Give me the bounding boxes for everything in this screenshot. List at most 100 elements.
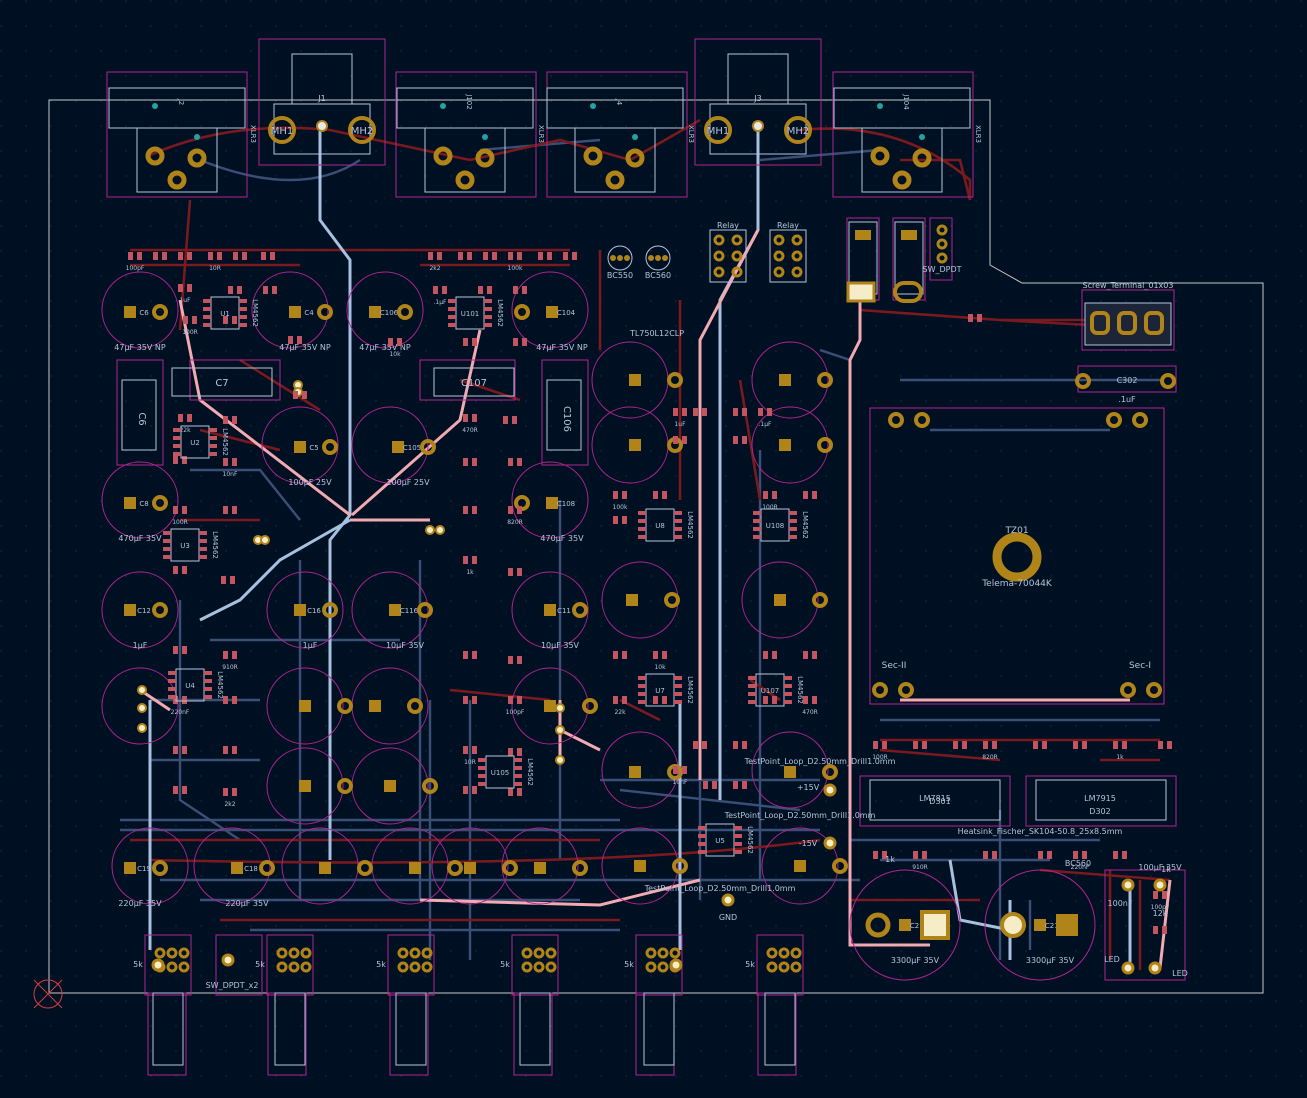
smd-part[interactable]: 1uF	[673, 408, 687, 428]
smd-part[interactable]: 100pF	[506, 696, 525, 716]
smd-part[interactable]	[221, 576, 235, 584]
smd-part[interactable]	[153, 252, 167, 260]
smd-part[interactable]	[508, 788, 522, 796]
diode-pad[interactable]	[846, 281, 876, 303]
smd-part[interactable]: 470R	[802, 696, 818, 716]
smd-part[interactable]: 100pF	[1151, 891, 1170, 911]
smd-part[interactable]: 1uF	[178, 284, 192, 304]
smd-part[interactable]	[508, 748, 522, 756]
smd-part[interactable]	[173, 746, 187, 754]
electrolytic-cap[interactable]	[634, 858, 688, 874]
smd-part[interactable]	[223, 416, 237, 424]
smd-part[interactable]: 100pF	[126, 252, 145, 272]
electrolytic-cap[interactable]	[544, 698, 598, 714]
smd-part[interactable]	[563, 252, 577, 260]
film-cap-c6[interactable]: C6	[121, 379, 157, 451]
electrolytic-cap[interactable]	[626, 592, 680, 608]
electrolytic-cap[interactable]	[774, 592, 828, 608]
smd-part[interactable]: 22k	[613, 696, 627, 716]
smd-part[interactable]	[763, 651, 777, 659]
smd-part[interactable]: 10k	[653, 651, 667, 671]
smd-part[interactable]	[483, 252, 497, 260]
pot-pad-selected[interactable]	[151, 958, 165, 972]
smd-part[interactable]	[538, 252, 552, 260]
smd-part[interactable]	[293, 391, 307, 399]
diode-switch[interactable]	[894, 221, 924, 295]
smd-part[interactable]	[803, 651, 817, 659]
smd-part[interactable]	[261, 252, 275, 260]
smd-part[interactable]: 100k	[508, 252, 523, 272]
smd-part[interactable]: 470R	[462, 414, 478, 434]
electrolytic-cap[interactable]	[299, 778, 353, 794]
smd-part[interactable]: 2k2	[428, 252, 442, 272]
testpoint-pad[interactable]	[1121, 878, 1135, 892]
smd-part[interactable]: 820R	[982, 741, 998, 761]
electrolytic-cap[interactable]	[464, 860, 518, 876]
electrolytic-cap[interactable]	[299, 698, 353, 714]
smd-part[interactable]	[1153, 926, 1167, 934]
potentiometer[interactable]: 5k	[745, 947, 802, 1066]
smd-part[interactable]	[613, 651, 627, 659]
smd-part[interactable]: 22k	[178, 414, 192, 434]
smd-part[interactable]: .1µF	[758, 408, 772, 428]
smd-part[interactable]	[508, 568, 522, 576]
highlighted-trace[interactable]	[199, 518, 351, 622]
testpoint-pad[interactable]	[1148, 961, 1162, 975]
smd-part[interactable]	[228, 286, 242, 294]
smd-part[interactable]	[173, 646, 187, 654]
smd-part[interactable]: 2k2	[223, 788, 237, 808]
smd-part[interactable]	[968, 314, 982, 322]
electrolytic-cap[interactable]	[779, 372, 833, 388]
smd-part[interactable]: 820R	[507, 506, 523, 526]
smd-part[interactable]: 10nF	[673, 766, 688, 786]
smd-part[interactable]	[233, 252, 247, 260]
potentiometer[interactable]: 5k	[500, 947, 557, 1066]
relay[interactable]	[709, 229, 747, 283]
smd-part[interactable]: 220nF	[1071, 851, 1090, 871]
smd-part[interactable]: 10nF	[223, 458, 238, 478]
transistor[interactable]	[645, 245, 671, 271]
smd-part[interactable]	[463, 458, 477, 466]
electrolytic-cap[interactable]	[409, 860, 463, 876]
highlighted-trace[interactable]	[698, 229, 760, 780]
highlighted-trace[interactable]	[559, 728, 601, 752]
electrolytic-cap[interactable]	[779, 437, 833, 453]
smd-part[interactable]	[288, 336, 302, 344]
smd-part[interactable]	[733, 781, 747, 789]
electrolytic-cap[interactable]	[629, 372, 683, 388]
smd-part[interactable]: 910R	[912, 851, 928, 871]
transformer-footprint[interactable]: TZ01 Telema-70044K Sec-II Sec-I	[869, 407, 1165, 705]
smd-part[interactable]	[463, 651, 477, 659]
testpoint-pad[interactable]	[721, 893, 735, 907]
smd-part[interactable]	[733, 436, 747, 444]
smd-part[interactable]	[223, 506, 237, 514]
highlighted-trace[interactable]	[318, 128, 352, 860]
smd-part[interactable]: .1µF	[433, 286, 447, 306]
smd-part[interactable]	[653, 491, 667, 499]
film-cap-c7[interactable]: C7	[171, 367, 273, 397]
highlighted-trace[interactable]	[419, 878, 701, 907]
cap-pad-selected[interactable]	[1000, 912, 1026, 938]
screw-terminal[interactable]: Screw_Terminal_01x03 C302 .1uF	[1077, 281, 1177, 404]
smd-part[interactable]: 910R	[222, 651, 238, 671]
smd-part[interactable]	[223, 316, 237, 324]
heatsinks[interactable]: LM7815 LM7915 Heatsink_Fischer_SK104-50.…	[859, 775, 1177, 836]
smd-part[interactable]	[1033, 741, 1047, 749]
electrolytic-cap[interactable]	[369, 698, 423, 714]
diode-pad[interactable]	[893, 281, 923, 303]
